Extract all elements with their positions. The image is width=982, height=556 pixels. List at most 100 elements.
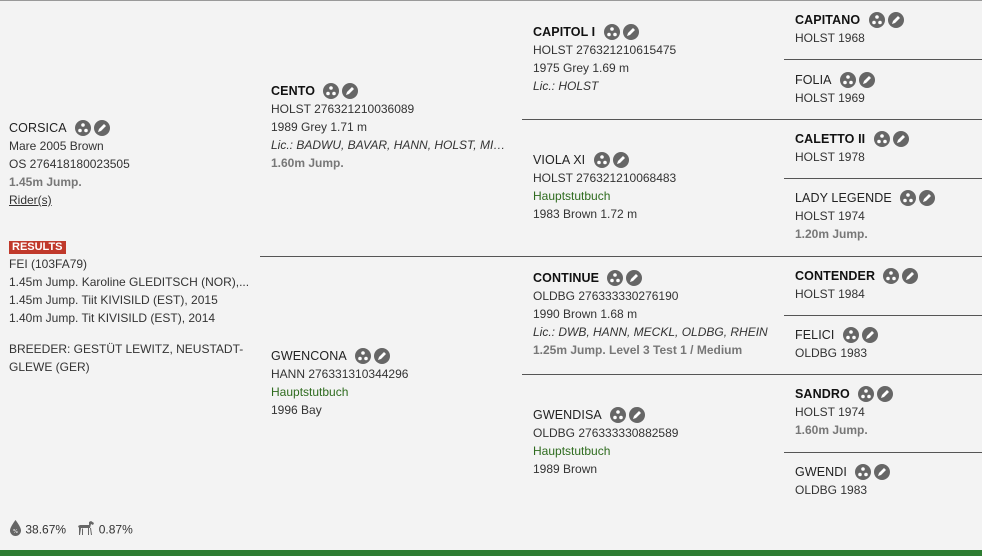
- sire-sire-name[interactable]: CAPITOL I: [533, 25, 596, 39]
- dam-sire-name[interactable]: CONTINUE: [533, 271, 600, 285]
- sire-name[interactable]: CENTO: [271, 84, 316, 98]
- edit-icon[interactable]: [374, 347, 391, 364]
- sire-sire-registration: HOLST 276321210615475: [533, 43, 677, 57]
- horse-jump: 1.45m Jump.: [9, 175, 82, 189]
- pedigree-icon[interactable]: [868, 11, 885, 28]
- edit-icon[interactable]: [94, 119, 110, 136]
- dam-sire-jump: 1.25m Jump. Level 3 Test 1 / Medium: [533, 343, 743, 357]
- pedigree-icon[interactable]: [603, 23, 620, 40]
- pedigree-icon[interactable]: [855, 463, 872, 480]
- stats: % 38.67% 0.87%: [9, 520, 133, 541]
- pedigree-icon[interactable]: [842, 326, 859, 343]
- ancestor-info: OLDBG 1983: [795, 346, 868, 360]
- edit-icon[interactable]: [874, 463, 891, 480]
- ancestor-cell-ddd: GWENDI OLDBG 1983: [795, 463, 980, 499]
- result-row: 1.45m Jump. Karoline GLEDITSCH (NOR),...: [9, 275, 250, 289]
- edit-icon[interactable]: [342, 82, 359, 99]
- top-border: [0, 0, 982, 1]
- ancestor-info: HOLST 1974: [795, 209, 865, 223]
- edit-icon[interactable]: [626, 269, 643, 286]
- results-badge[interactable]: RESULTS: [9, 241, 66, 254]
- dam-name[interactable]: GWENCONA: [271, 349, 347, 363]
- dam-dam-name[interactable]: GWENDISA: [533, 408, 602, 422]
- pedigree-icon[interactable]: [610, 406, 627, 423]
- ancestor-cell-dds: SANDRO HOLST 1974 1.60m Jump.: [795, 385, 980, 439]
- edit-icon[interactable]: [919, 189, 936, 206]
- divider-gen3-2: [784, 178, 982, 179]
- edit-icon[interactable]: [629, 406, 646, 423]
- divider-gen1: [260, 256, 982, 257]
- ancestor-name[interactable]: SANDRO: [795, 387, 850, 401]
- pedigree-icon[interactable]: [75, 119, 91, 136]
- horse-description: Mare 2005 Brown: [9, 139, 104, 153]
- horse-panel: CORSICA Mare 2005 Brown OS 2764181800235…: [9, 119, 254, 209]
- edit-icon[interactable]: [902, 267, 919, 284]
- ancestor-name[interactable]: GWENDI: [795, 465, 847, 479]
- sire-dam-name[interactable]: VIOLA XI: [533, 153, 586, 167]
- dam-dam-cell: GWENDISA OLDBG 276333330882589 Hauptstut…: [533, 406, 778, 478]
- sire-cell: CENTO HOLST 276321210036089 1989 Grey 1.…: [271, 82, 511, 172]
- blood-drop-icon: %: [9, 520, 22, 541]
- edit-icon[interactable]: [858, 71, 875, 88]
- pedigree-icon[interactable]: [883, 267, 900, 284]
- ancestor-cell-ssd: FOLIA HOLST 1969: [795, 71, 980, 107]
- sire-sire-info: 1975 Grey 1.69 m: [533, 61, 630, 75]
- pedigree-icon[interactable]: [858, 385, 875, 402]
- ancestor-name[interactable]: CALETTO II: [795, 132, 866, 146]
- edit-icon[interactable]: [612, 151, 629, 168]
- pedigree-icon[interactable]: [323, 82, 340, 99]
- ancestor-name[interactable]: FELICI: [795, 328, 835, 342]
- horse-name[interactable]: CORSICA: [9, 121, 67, 135]
- pedigree-icon[interactable]: [607, 269, 624, 286]
- ancestor-name[interactable]: LADY LEGENDE: [795, 191, 892, 205]
- ancestor-name[interactable]: FOLIA: [795, 73, 832, 87]
- sire-dam-info: 1983 Brown 1.72 m: [533, 207, 638, 221]
- ancestor-cell-sss: CAPITANO HOLST 1968: [795, 11, 980, 47]
- ancestor-cell-sdd: LADY LEGENDE HOLST 1974 1.20m Jump.: [795, 189, 980, 243]
- fei-id: FEI (103FA79): [9, 257, 88, 271]
- pedigree-icon[interactable]: [839, 71, 856, 88]
- sire-jump: 1.60m Jump.: [271, 156, 344, 170]
- edit-icon[interactable]: [877, 385, 894, 402]
- dam-dam-registration: OLDBG 276333330882589: [533, 426, 679, 440]
- dam-sire-info: 1990 Brown 1.68 m: [533, 307, 638, 321]
- pedigree-icon[interactable]: [355, 347, 372, 364]
- pedigree-icon[interactable]: [873, 130, 890, 147]
- ancestor-jump: 1.20m Jump.: [795, 227, 868, 241]
- result-row: 1.40m Jump. Tit KIVISILD (EST), 2014: [9, 311, 216, 325]
- dam-studbook: Hauptstutbuch: [271, 385, 349, 399]
- sire-dam-registration: HOLST 276321210068483: [533, 171, 677, 185]
- pedigree-icon[interactable]: [900, 189, 917, 206]
- ancestor-info: HOLST 1978: [795, 150, 865, 164]
- breeder: BREEDER: GESTÜT LEWITZ, NEUSTADT- GLEWE …: [9, 340, 254, 376]
- edit-icon[interactable]: [861, 326, 878, 343]
- pedigree-icon[interactable]: [593, 151, 610, 168]
- breeder-line: BREEDER: GESTÜT LEWITZ, NEUSTADT-: [9, 342, 244, 356]
- riders-link[interactable]: Rider(s): [9, 193, 52, 207]
- ancestor-info: OLDBG 1983: [795, 483, 868, 497]
- edit-icon[interactable]: [892, 130, 909, 147]
- ancestor-name[interactable]: CAPITANO: [795, 13, 861, 27]
- sire-dam-cell: VIOLA XI HOLST 276321210068483 Hauptstut…: [533, 151, 778, 223]
- ancestor-cell-sds: CALETTO II HOLST 1978: [795, 130, 980, 166]
- svg-text:%: %: [13, 529, 18, 535]
- dam-sire-licence: Lic.: DWB, HANN, MECKL, OLDBG, RHEIN: [533, 325, 768, 339]
- dam-sire-registration: OLDBG 276333330276190: [533, 289, 679, 303]
- edit-icon[interactable]: [887, 11, 904, 28]
- ancestor-info: HOLST 1974: [795, 405, 865, 419]
- ancestor-name[interactable]: CONTENDER: [795, 269, 876, 283]
- dam-dam-studbook: Hauptstutbuch: [533, 444, 611, 458]
- dam-cell: GWENCONA HANN 276331310344296 Hauptstutb…: [271, 347, 511, 419]
- ancestor-cell-dsd: FELICI OLDBG 1983: [795, 326, 980, 362]
- edit-icon[interactable]: [622, 23, 639, 40]
- sire-dam-studbook: Hauptstutbuch: [533, 189, 611, 203]
- results-section: RESULTS FEI (103FA79) 1.45m Jump. Karoli…: [9, 237, 254, 327]
- dam-registration: HANN 276331310344296: [271, 367, 409, 381]
- divider-gen3-4: [784, 452, 982, 453]
- ancestor-jump: 1.60m Jump.: [795, 423, 868, 437]
- divider-gen2-dam: [522, 374, 982, 375]
- footer-bar: [0, 550, 982, 556]
- horse-percentage: 0.87%: [98, 522, 133, 537]
- ancestor-cell-dss: CONTENDER HOLST 1984: [795, 267, 980, 303]
- divider-gen3-1: [784, 59, 982, 60]
